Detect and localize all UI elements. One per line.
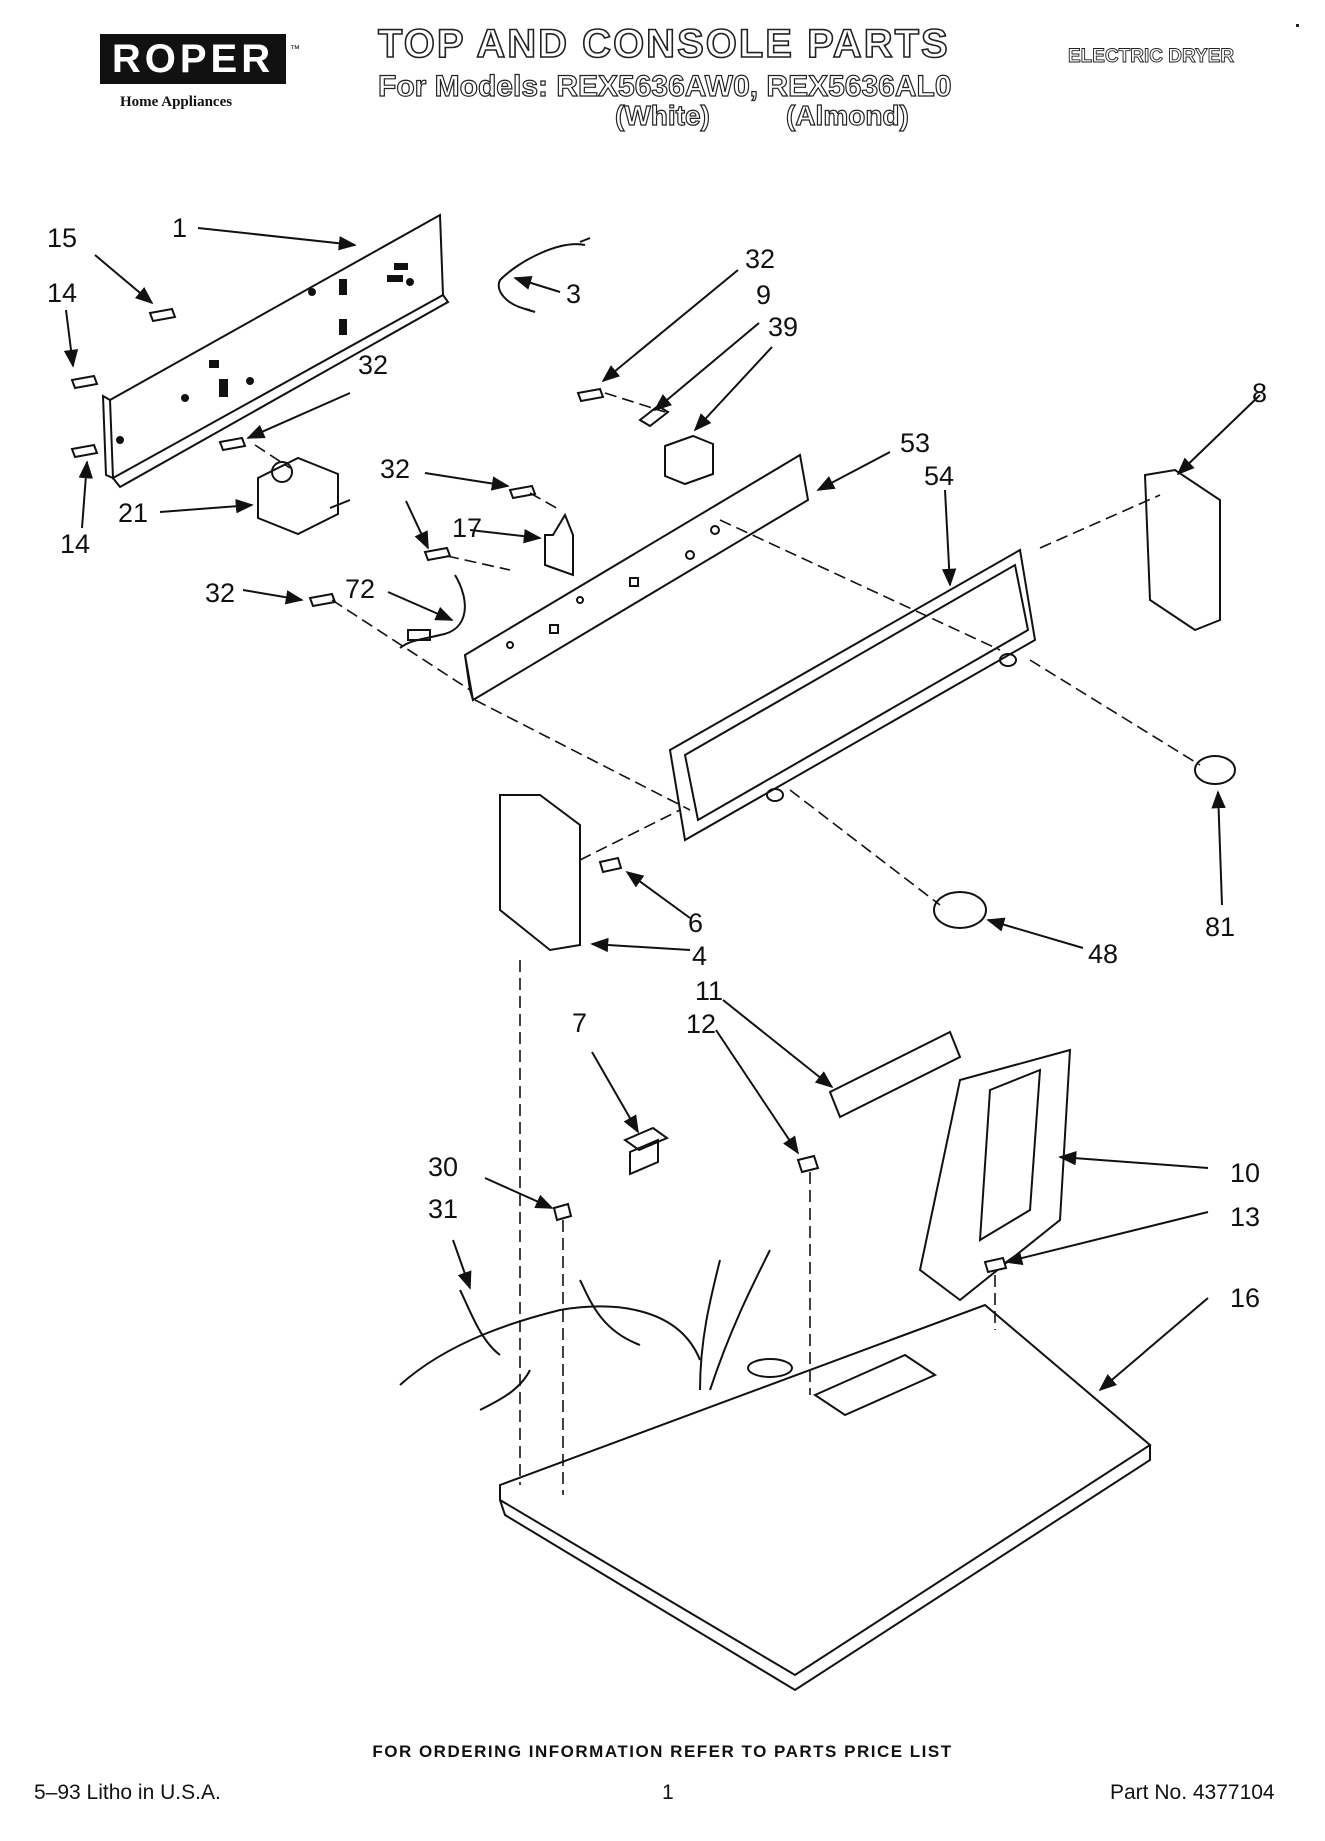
litho-line: 5–93 Litho in U.S.A. — [34, 1781, 221, 1804]
callout-32: 32 — [358, 350, 388, 380]
control-panel-part-1 — [101, 213, 450, 489]
clip-part-12 — [796, 1154, 820, 1174]
console-part-54 — [668, 548, 1037, 842]
callout-10: 10 — [1230, 1158, 1260, 1188]
callout-labels: 1 15 14 14 3 32 32 9 39 21 32 17 32 72 5… — [47, 213, 1267, 1313]
part-number: Part No. 4377104 — [1110, 1781, 1275, 1804]
callout-11: 11 — [695, 976, 723, 1006]
scan-speck — [1296, 24, 1299, 27]
clip-part-30 — [552, 1202, 573, 1222]
callout-32: 32 — [745, 244, 775, 274]
brand-subtitle: Home Appliances — [120, 94, 233, 110]
callout-30: 30 — [428, 1152, 458, 1182]
knob-part-81 — [1194, 755, 1236, 785]
callout-14: 14 — [47, 278, 77, 308]
roper-logo: ROPER — [100, 34, 286, 84]
clip-part-9 — [638, 404, 670, 428]
callout-17: 17 — [452, 513, 482, 543]
callout-21: 21 — [118, 498, 148, 528]
callout-48: 48 — [1088, 939, 1118, 969]
callout-1: 1 — [172, 213, 187, 243]
wire-harness-part-31 — [399, 1249, 771, 1411]
leader-arrows — [63, 227, 1261, 1392]
bracket-part-17 — [544, 512, 574, 577]
color-white: (White) — [614, 99, 710, 131]
callout-16: 16 — [1230, 1283, 1260, 1313]
page-number: 1 — [662, 1781, 674, 1804]
screw-parts-14-15 — [70, 307, 605, 608]
callout-32: 32 — [380, 454, 410, 484]
trademark-mark: ™ — [290, 44, 300, 55]
part-drawings — [70, 213, 1236, 1692]
switch-part-39 — [664, 434, 714, 486]
top-part-16 — [499, 1303, 1152, 1677]
screw-part-6 — [598, 856, 623, 874]
end-cap-part-8 — [1143, 468, 1221, 632]
knob-part-48 — [933, 891, 987, 929]
filter-cover-part-11 — [828, 1030, 962, 1119]
callout-15: 15 — [47, 223, 77, 253]
callout-13: 13 — [1230, 1202, 1260, 1232]
product-type: ELECTRIC DRYER — [1068, 46, 1235, 68]
callout-32: 32 — [205, 578, 235, 608]
model-numbers: For Models: REX5636AW0, REX5636AL0 — [377, 69, 952, 103]
color-almond: (Almond) — [785, 99, 909, 131]
screw-part-13 — [983, 1256, 1008, 1274]
callout-72: 72 — [345, 574, 375, 604]
ordering-note: FOR ORDERING INFORMATION REFER TO PARTS … — [372, 1742, 953, 1761]
harness-part-72 — [399, 574, 466, 649]
callout-31: 31 — [428, 1194, 458, 1224]
page-title: TOP AND CONSOLE PARTS — [377, 21, 950, 67]
assembly-lines — [254, 392, 1201, 1495]
callout-81: 81 — [1205, 912, 1235, 942]
callout-14: 14 — [60, 529, 90, 559]
callout-6: 6 — [688, 908, 703, 938]
console-back-part-53 — [463, 453, 810, 702]
callout-8: 8 — [1252, 378, 1267, 408]
callout-53: 53 — [900, 428, 930, 458]
callout-12: 12 — [686, 1009, 716, 1039]
switch-part-7 — [622, 1126, 670, 1176]
end-cap-part-4 — [499, 794, 581, 952]
callout-3: 3 — [566, 279, 581, 309]
wire-part-3 — [497, 243, 586, 311]
callout-39: 39 — [768, 312, 798, 342]
timer-part-21 — [257, 456, 339, 536]
callout-4: 4 — [692, 941, 707, 971]
callout-7: 7 — [572, 1008, 587, 1038]
callout-54: 54 — [924, 461, 954, 491]
callout-9: 9 — [756, 280, 771, 310]
